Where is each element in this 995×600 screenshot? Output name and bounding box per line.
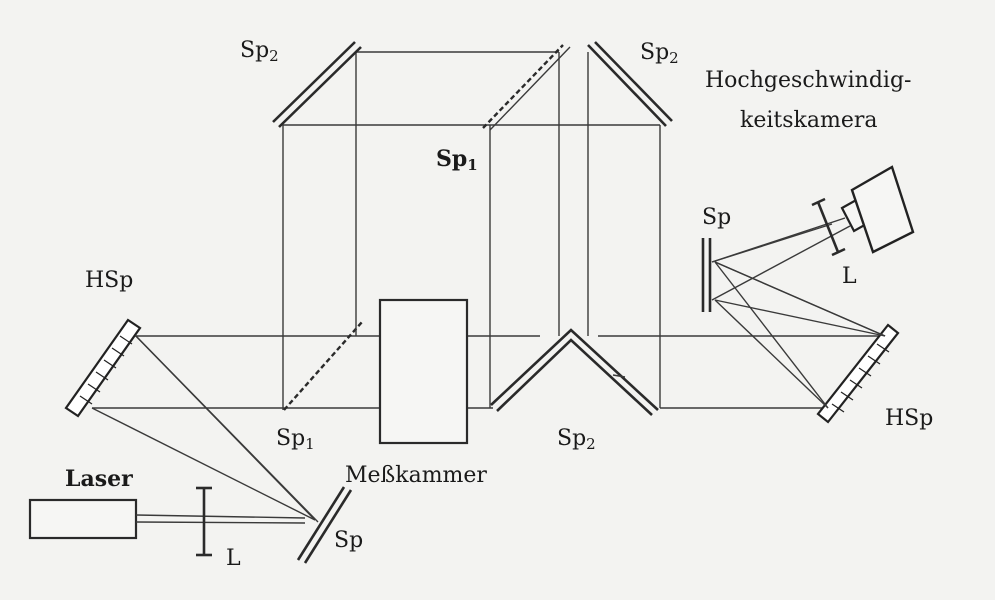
high-speed-camera bbox=[840, 165, 915, 254]
beam-cross-cam bbox=[714, 261, 886, 337]
mirror-sp1-top-edge bbox=[489, 46, 571, 131]
label-sp2-top-left: Sp2 bbox=[240, 38, 279, 65]
laser-beam-upper bbox=[135, 514, 306, 519]
beam-hsp-cross bbox=[131, 331, 319, 523]
label-camera-line1: Hochgeschwindig- bbox=[705, 68, 912, 93]
label-hsp-right: HSp bbox=[885, 406, 934, 431]
laser-box bbox=[28, 498, 138, 540]
label-camera-line2: keitskamera bbox=[740, 108, 878, 133]
mirror-hsp-left bbox=[64, 318, 142, 418]
label-sp-laser: Sp bbox=[334, 528, 364, 553]
mirror-sp2-bottom bbox=[490, 328, 659, 416]
beam-hsp-to-sp-cam-3 bbox=[714, 299, 829, 409]
mirror-sp1-bottom bbox=[283, 321, 363, 411]
lens-laser bbox=[196, 486, 212, 557]
lens-camera bbox=[811, 197, 846, 257]
label-sp-camera: Sp bbox=[702, 205, 732, 230]
mirror-hsp-right bbox=[816, 323, 900, 424]
mirror-sp-camera bbox=[701, 238, 712, 312]
measurement-chamber-box bbox=[378, 298, 469, 445]
label-sp2-bottom: Sp2 bbox=[557, 426, 596, 453]
label-measurement-chamber: Meßkammer bbox=[345, 463, 487, 488]
beam-to-camera-2 bbox=[711, 225, 851, 301]
label-lens-camera: L bbox=[842, 264, 857, 289]
beam-sp-to-hsp-left-2 bbox=[91, 407, 316, 521]
mirror-sp2-top-left bbox=[272, 41, 362, 128]
mirror-sp1-top bbox=[482, 44, 564, 129]
beam-hsp-to-sp-cam-2 bbox=[714, 261, 829, 409]
mirror-sp-laser bbox=[296, 486, 353, 564]
mirror-mark bbox=[612, 374, 626, 378]
beam-hsp-to-sp-cam-4 bbox=[714, 299, 886, 337]
label-hsp-left: HSp bbox=[85, 268, 134, 293]
label-lens-laser: L bbox=[226, 546, 241, 571]
beam-to-camera-3 bbox=[711, 223, 833, 263]
label-sp2-top-right: Sp2 bbox=[640, 40, 679, 67]
laser-beam-lower bbox=[135, 521, 306, 524]
mirror-sp2-top-right bbox=[587, 41, 673, 127]
label-laser: Laser bbox=[65, 466, 133, 492]
label-sp1-bottom: Sp1 bbox=[276, 426, 315, 453]
label-sp1-top: Sp1 bbox=[436, 146, 478, 174]
